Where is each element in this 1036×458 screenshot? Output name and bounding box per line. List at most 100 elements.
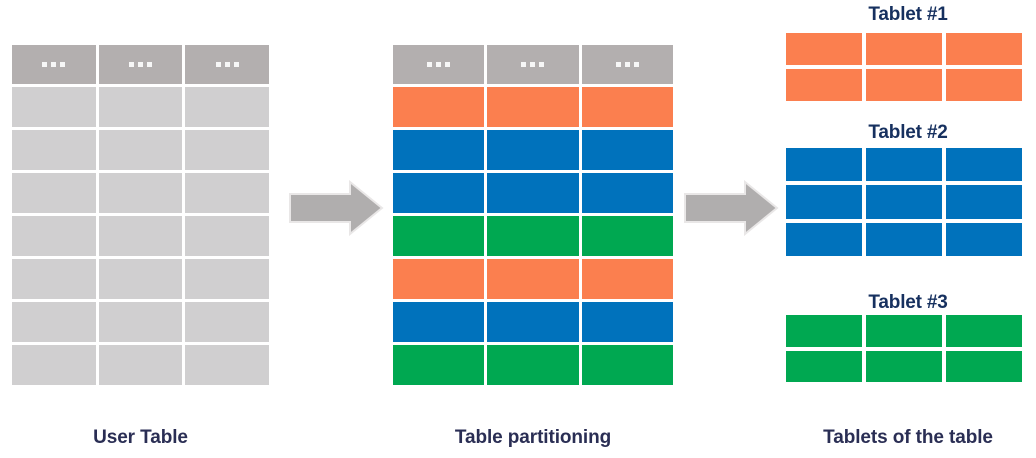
table-cell	[581, 345, 673, 386]
table-row-partition-blue	[393, 130, 673, 171]
table-cell	[866, 222, 942, 256]
table-row-partition-orange	[393, 259, 673, 300]
table-cell	[487, 259, 579, 300]
table-cell	[393, 345, 485, 386]
caption-tablets-of-the-table: Tablets of the table	[823, 427, 993, 448]
table-cell	[946, 69, 1022, 101]
user-table-header-cell-3	[185, 45, 270, 85]
table-cell	[185, 259, 270, 300]
user-table-header-row	[12, 45, 270, 85]
tablet-1-table	[786, 33, 1026, 105]
table-cell	[393, 302, 485, 343]
table-cell	[185, 87, 270, 128]
table-cell	[487, 87, 579, 128]
table-row	[786, 185, 1026, 219]
partition-table-header-cell-2	[487, 45, 579, 85]
table-cell	[487, 173, 579, 214]
arrow-user-to-partition-icon	[288, 179, 384, 237]
table-cell	[866, 33, 942, 65]
tablet-1-title: Tablet #1	[868, 4, 948, 25]
tablet-2-title: Tablet #2	[868, 122, 948, 143]
partition-table	[393, 45, 673, 386]
table-cell	[98, 345, 183, 386]
table-cell	[946, 33, 1022, 65]
table-cell	[581, 173, 673, 214]
table-row-partition-green	[393, 216, 673, 257]
table-cell	[12, 87, 96, 128]
table-cell	[393, 216, 485, 257]
table-cell	[487, 345, 579, 386]
table-cell	[866, 315, 942, 347]
table-cell	[946, 148, 1022, 182]
table-cell	[866, 148, 942, 182]
table-cell	[581, 302, 673, 343]
table-cell	[786, 33, 862, 65]
table-cell	[393, 87, 485, 128]
table-row	[786, 350, 1026, 382]
table-cell	[12, 345, 96, 386]
user-table-header-cell-2	[98, 45, 183, 85]
table-cell	[393, 259, 485, 300]
table-row-partition-blue	[393, 173, 673, 214]
table-cell	[487, 130, 579, 171]
tablet-3-table	[786, 315, 1026, 386]
table-row-partition-orange	[393, 87, 673, 128]
table-cell	[98, 259, 183, 300]
tablet-2-table	[786, 148, 1026, 260]
table-cell	[786, 222, 862, 256]
caption-user-table: User Table	[93, 427, 188, 448]
table-cell	[581, 216, 673, 257]
user-table	[12, 45, 270, 386]
ellipsis-icon	[615, 62, 639, 67]
table-row	[786, 222, 1026, 256]
table-cell	[581, 130, 673, 171]
table-cell	[581, 87, 673, 128]
table-cell	[393, 173, 485, 214]
table-cell	[12, 259, 96, 300]
table-row	[12, 345, 270, 386]
table-cell	[185, 216, 270, 257]
table-cell	[487, 302, 579, 343]
ellipsis-icon	[215, 62, 239, 67]
table-row	[12, 87, 270, 128]
table-cell	[866, 185, 942, 219]
table-row	[786, 33, 1026, 65]
table-cell	[393, 130, 485, 171]
table-cell	[12, 173, 96, 214]
table-cell	[12, 130, 96, 171]
table-cell	[185, 173, 270, 214]
table-cell	[98, 216, 183, 257]
table-cell	[185, 345, 270, 386]
table-row	[786, 315, 1026, 347]
ellipsis-icon	[129, 62, 152, 67]
caption-table-partitioning: Table partitioning	[454, 427, 612, 448]
table-cell	[946, 185, 1022, 219]
table-cell	[866, 350, 942, 382]
table-cell	[946, 350, 1022, 382]
table-cell	[786, 185, 862, 219]
table-cell	[786, 69, 862, 101]
table-cell	[98, 302, 183, 343]
ellipsis-icon	[521, 62, 545, 67]
table-cell	[866, 69, 942, 101]
table-cell	[487, 216, 579, 257]
table-cell	[786, 350, 862, 382]
table-cell	[12, 216, 96, 257]
arrow-partition-to-tablets-icon	[683, 179, 779, 237]
table-row	[12, 302, 270, 343]
table-cell	[98, 87, 183, 128]
table-cell	[786, 315, 862, 347]
table-row	[786, 148, 1026, 182]
table-cell	[946, 315, 1022, 347]
table-row-partition-blue	[393, 302, 673, 343]
table-cell	[98, 173, 183, 214]
table-row	[12, 173, 270, 214]
table-row-partition-green	[393, 345, 673, 386]
ellipsis-icon	[427, 62, 451, 67]
tablet-3-title: Tablet #3	[868, 292, 948, 313]
table-cell	[185, 302, 270, 343]
partition-table-header-cell-1	[393, 45, 485, 85]
table-row	[12, 216, 270, 257]
table-cell	[98, 130, 183, 171]
